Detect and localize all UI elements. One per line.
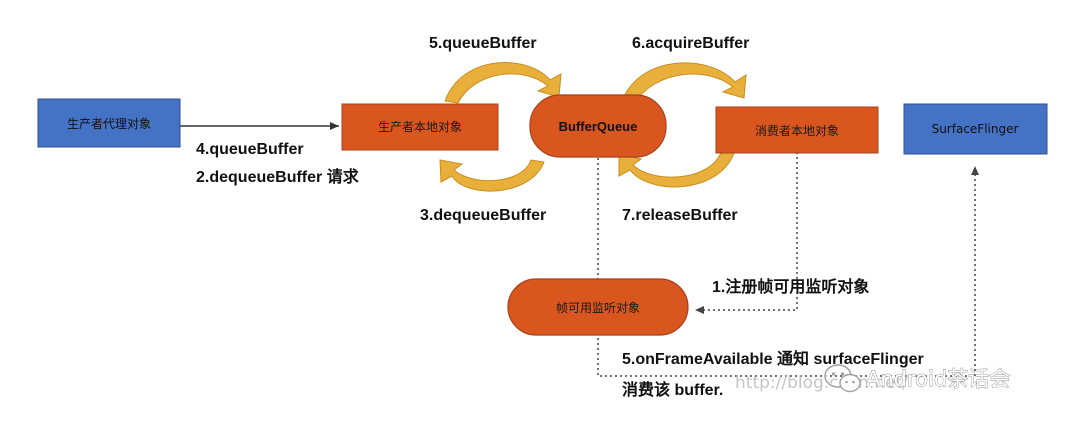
node-producer-proxy: 生产者代理对象: [37, 98, 181, 148]
dotted-connectors: [597, 152, 979, 377]
watermark: http://blog.csdn.net/ Android茶话会: [735, 363, 1011, 393]
label-dequeue-buffer-3: 3.dequeueBuffer: [420, 207, 546, 224]
dotted-consumer-to-listener: [695, 152, 798, 314]
arrow-release-buffer-bottom: [618, 149, 736, 188]
node-frame-listener: 帧可用监听对象: [507, 278, 689, 336]
node-consumer-local: 消费者本地对象: [715, 106, 879, 154]
label-dequeue-request-2: 2.dequeueBuffer 请求: [196, 167, 360, 186]
node-consumer-local-label: 消费者本地对象: [755, 124, 839, 138]
arrow-dequeue-buffer-bottom: [439, 159, 545, 192]
watermark-brand: Android茶话会: [866, 367, 1010, 391]
label-queue-buffer-5: 5.queueBuffer: [429, 35, 537, 52]
wechat-icon: [823, 363, 861, 393]
label-on-frame-available-line2: 消费该 buffer.: [622, 380, 723, 399]
node-producer-local: 生产者本地对象: [341, 103, 499, 151]
watermark-url: http://blog.csdn.net/: [735, 373, 908, 393]
node-surface-flinger: SurfaceFlinger: [903, 103, 1048, 155]
node-surface-flinger-label: SurfaceFlinger: [932, 122, 1019, 136]
curved-arrows: [439, 62, 747, 192]
node-buffer-queue-label: BufferQueue: [559, 119, 638, 134]
node-buffer-queue: BufferQueue: [529, 94, 667, 158]
arrow-queue-buffer-top: [444, 62, 562, 104]
node-frame-listener-label: 帧可用监听对象: [556, 301, 640, 315]
edge-labels: 5.queueBuffer 6.acquireBuffer 4.queueBuf…: [196, 35, 924, 399]
dotted-queue-to-surfaceflinger: [597, 158, 979, 377]
node-producer-proxy-label: 生产者代理对象: [67, 117, 151, 131]
label-on-frame-available-line1: 5.onFrameAvailable 通知 surfaceFlinger: [622, 349, 924, 368]
label-release-buffer-7: 7.releaseBuffer: [622, 207, 738, 224]
label-acquire-buffer-6: 6.acquireBuffer: [632, 35, 749, 52]
label-queue-buffer-4: 4.queueBuffer: [196, 141, 304, 158]
node-producer-local-label: 生产者本地对象: [378, 120, 462, 134]
arrow-acquire-buffer-top: [621, 62, 747, 104]
label-register-listener-1: 1.注册帧可用监听对象: [712, 277, 869, 296]
